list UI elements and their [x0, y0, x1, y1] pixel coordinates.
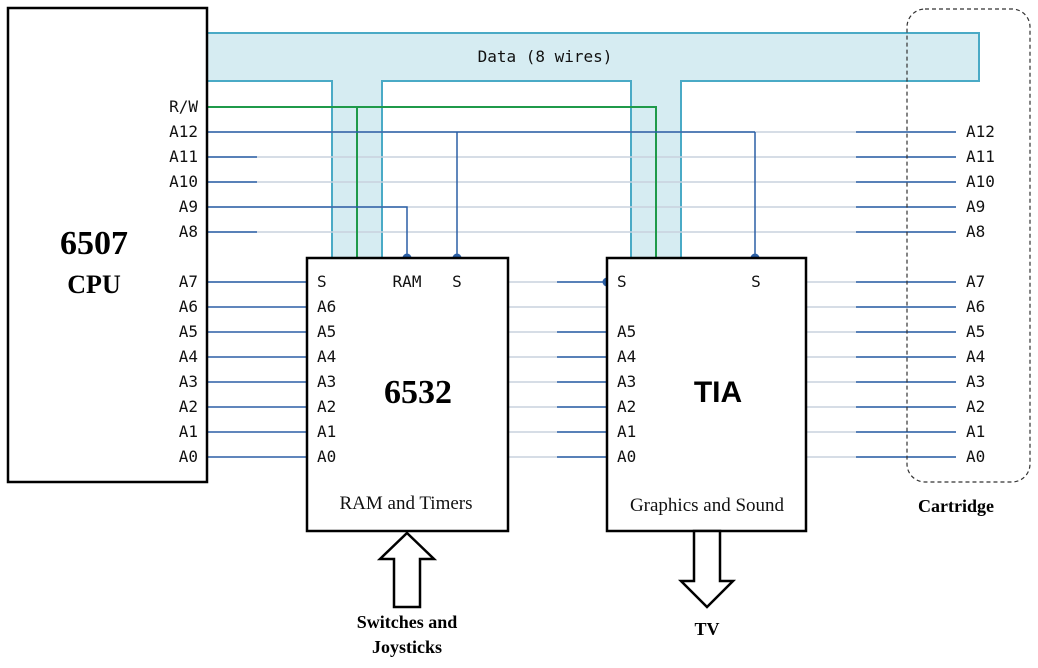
inputs-label-line2: Joysticks [372, 637, 442, 657]
tia-pin-label: A2 [617, 397, 636, 416]
cartridge-pin-label: A1 [966, 422, 985, 441]
cpu-pin-label: A5 [179, 322, 198, 341]
riot-box [305, 256, 510, 533]
tia-pin-label: A3 [617, 372, 636, 391]
output-label: TV [694, 619, 719, 639]
cartridge-pin-label: A5 [966, 322, 985, 341]
riot-chip: S RAM S A6 A5 A4 A3 A2 A1 A0 6532 RAM an… [305, 256, 510, 533]
riot-subtitle: RAM and Timers [339, 493, 472, 514]
cpu-pin-label: A3 [179, 372, 198, 391]
cartridge-pin-label: A4 [966, 347, 985, 366]
riot-pin-label: A6 [317, 297, 336, 316]
cpu-number: 6507 [60, 225, 128, 262]
cartridge-pin-label: A0 [966, 447, 985, 466]
cpu-pin-label: A4 [179, 347, 198, 366]
inputs-label-line1: Switches and [357, 612, 458, 632]
riot-pin-label: A3 [317, 372, 336, 391]
riot-pin-label: A4 [317, 347, 336, 366]
cpu-box [6, 6, 209, 484]
riot-pin-label: A2 [317, 397, 336, 416]
cartridge-pin-label: A7 [966, 272, 985, 291]
cartridge-outline [906, 8, 1031, 483]
cpu-pin-label: A12 [169, 122, 198, 141]
cartridge-pin-label: A10 [966, 172, 995, 191]
tia-pin-label: A4 [617, 347, 636, 366]
tia-pin-label: A1 [617, 422, 636, 441]
tia-number: TIA [694, 376, 742, 409]
tia-box [605, 256, 808, 533]
tia-pin-labels: A5 A4 A3 A2 A1 A0 [617, 322, 636, 466]
cartridge-pin-label: A8 [966, 222, 985, 241]
cartridge: A12 A11 A10 A9 A8 A7 A6 A5 A4 A3 A2 A1 A… [906, 8, 1031, 516]
riot-top-pin: S [317, 272, 327, 291]
address-lines [207, 131, 956, 458]
cartridge-pin-label: A11 [966, 147, 995, 166]
down-arrow-icon [677, 529, 737, 609]
riot-number: 6532 [384, 374, 452, 411]
data-bus: Data (8 wires) [206, 32, 980, 259]
cpu-pin-label: A8 [179, 222, 198, 241]
tia-top-pin: S [617, 272, 627, 291]
cpu-pin-label: A2 [179, 397, 198, 416]
cartridge-pin-labels: A12 A11 A10 A9 A8 A7 A6 A5 A4 A3 A2 A1 A… [966, 122, 995, 466]
riot-top-pin: S [452, 272, 462, 291]
data-bus-shape [206, 32, 980, 259]
cpu-pin-label: A11 [169, 147, 198, 166]
tia-pin-label: A0 [617, 447, 636, 466]
tia-pin-label: A5 [617, 322, 636, 341]
cpu-pin-label: A0 [179, 447, 198, 466]
cartridge-pin-label: A2 [966, 397, 985, 416]
cpu-chip: 6507 CPU R/W A12 A11 A10 A9 A8 A7 A6 A5 … [6, 6, 209, 484]
cpu-pin-label: A10 [169, 172, 198, 191]
tia-subtitle: Graphics and Sound [630, 495, 785, 516]
riot-pin-label: A0 [317, 447, 336, 466]
cpu-label: CPU [67, 270, 121, 299]
cartridge-pin-label: A6 [966, 297, 985, 316]
cpu-pin-labels: R/W A12 A11 A10 A9 A8 A7 A6 A5 A4 A3 A2 … [169, 97, 198, 466]
cpu-pin-label: R/W [169, 97, 198, 116]
output-arrow: TV [677, 529, 737, 639]
tia-top-pin: S [751, 272, 761, 291]
cpu-pin-label: A6 [179, 297, 198, 316]
cpu-pin-label: A7 [179, 272, 198, 291]
riot-top-pin: RAM [393, 272, 422, 291]
cpu-pin-label: A1 [179, 422, 198, 441]
cartridge-pin-label: A9 [966, 197, 985, 216]
cartridge-pin-label: A12 [966, 122, 995, 141]
inputs-arrow: Switches and Joysticks [357, 531, 458, 657]
riot-pin-labels: A6 A5 A4 A3 A2 A1 A0 [317, 297, 336, 466]
data-bus-label: Data (8 wires) [478, 47, 613, 66]
cartridge-label: Cartridge [918, 496, 994, 516]
cpu-pin-label: A9 [179, 197, 198, 216]
cartridge-pin-label: A3 [966, 372, 985, 391]
up-arrow-icon [376, 531, 438, 609]
riot-pin-label: A5 [317, 322, 336, 341]
riot-pin-label: A1 [317, 422, 336, 441]
tia-chip: S S A5 A4 A3 A2 A1 A0 TIA Graphics and S… [605, 256, 808, 533]
